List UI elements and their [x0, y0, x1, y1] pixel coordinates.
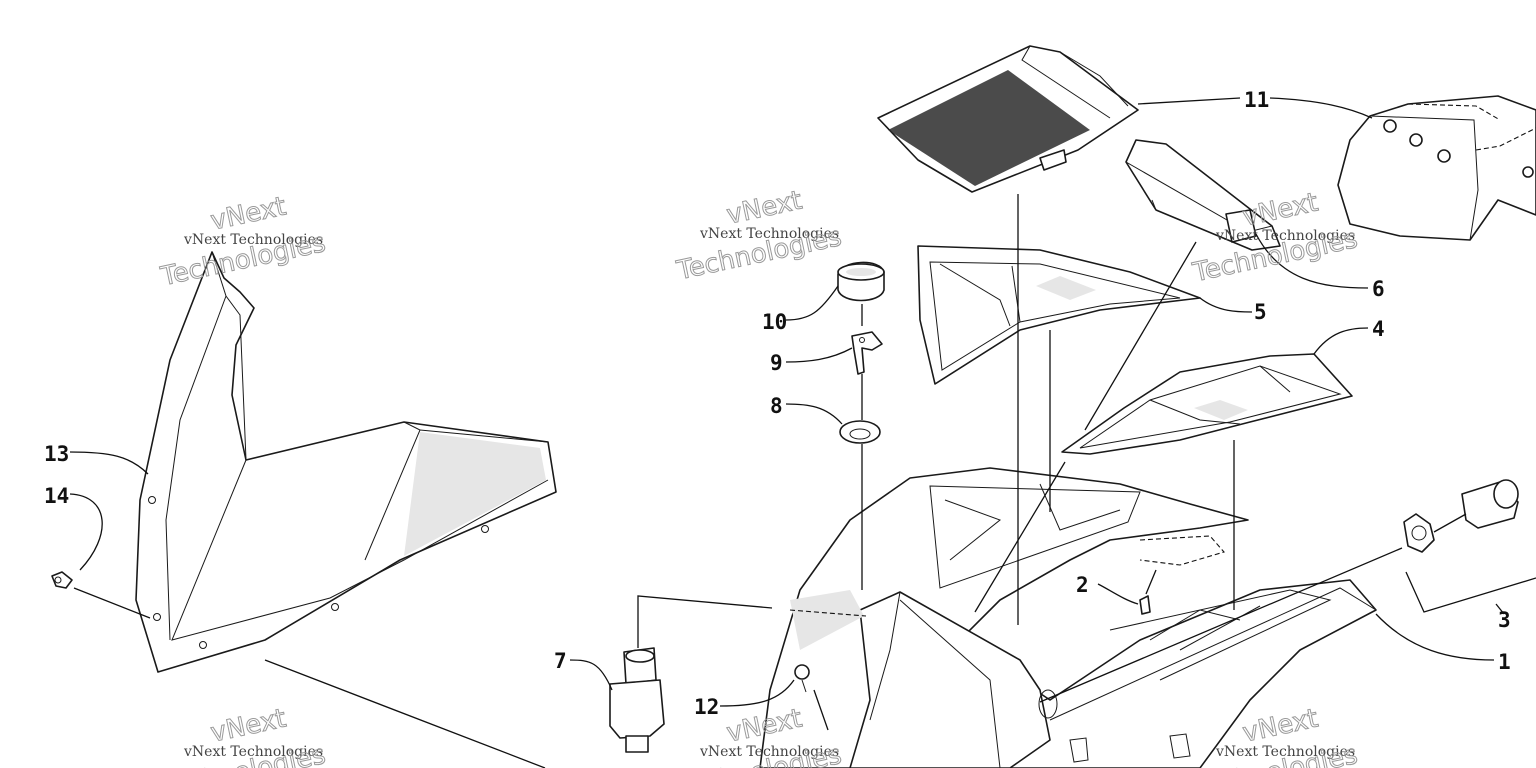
- socket-assembly-part-3: [1403, 479, 1536, 613]
- callout-7: 7: [554, 649, 567, 673]
- callout-labels: 1 2 3 4 5 6 7 8 9 10 11 12 13 14: [44, 88, 1511, 719]
- svg-text:vNext: vNext: [1240, 704, 1321, 749]
- callout-11: 11: [1244, 88, 1269, 112]
- screw-part-2: [1139, 569, 1157, 615]
- callout-13: 13: [44, 442, 69, 466]
- svg-text:vNext Technologies: vNext Technologies: [1215, 744, 1355, 760]
- svg-text:vNext: vNext: [208, 192, 289, 237]
- svg-text:vNext: vNext: [1240, 188, 1321, 233]
- bracket-part-6: [1125, 139, 1281, 251]
- watermark-top-center: vNext vNext Technologies Technologies: [673, 185, 845, 287]
- decal-part-4: [1061, 353, 1353, 455]
- svg-text:vNext: vNext: [724, 186, 805, 231]
- callout-9: 9: [770, 351, 783, 375]
- windshield-part-13: [135, 251, 557, 768]
- hood-body-part-1: [759, 467, 1377, 768]
- callout-2: 2: [1076, 573, 1089, 597]
- svg-text:vNext: vNext: [208, 704, 289, 749]
- callout-1: 1: [1498, 650, 1511, 674]
- callout-14: 14: [44, 484, 69, 508]
- callout-10: 10: [762, 310, 787, 334]
- callout-5: 5: [1254, 300, 1267, 324]
- callout-3: 3: [1498, 608, 1511, 632]
- seat-cover-part-11: [1337, 95, 1536, 241]
- key-cap-part-10: [837, 261, 885, 302]
- svg-text:vNext Technologies: vNext Technologies: [699, 744, 839, 760]
- key-part-9: [851, 331, 883, 375]
- svg-text:vNext Technologies: vNext Technologies: [1215, 228, 1355, 244]
- nut-ring-part-8: [839, 420, 881, 444]
- callout-12: 12: [694, 695, 719, 719]
- svg-text:vNext Technologies: vNext Technologies: [699, 226, 839, 242]
- svg-text:vNext Technologies: vNext Technologies: [183, 744, 323, 760]
- watermark-top-left: vNext vNext Technologies Technologies: [157, 191, 329, 293]
- watermark-bottom-left: vNext vNext Technologies Technologies: [157, 703, 329, 768]
- callout-4: 4: [1372, 317, 1385, 341]
- screw-part-12: [794, 664, 829, 731]
- decal-part-5: [917, 245, 1201, 385]
- screw-part-14: [51, 571, 151, 619]
- switch-part-7: [609, 647, 665, 753]
- callout-6: 6: [1372, 277, 1385, 301]
- callout-8: 8: [770, 394, 783, 418]
- rack-top-part-11: [877, 45, 1139, 193]
- svg-text:vNext Technologies: vNext Technologies: [183, 232, 323, 248]
- leader-lines: [69, 97, 1505, 707]
